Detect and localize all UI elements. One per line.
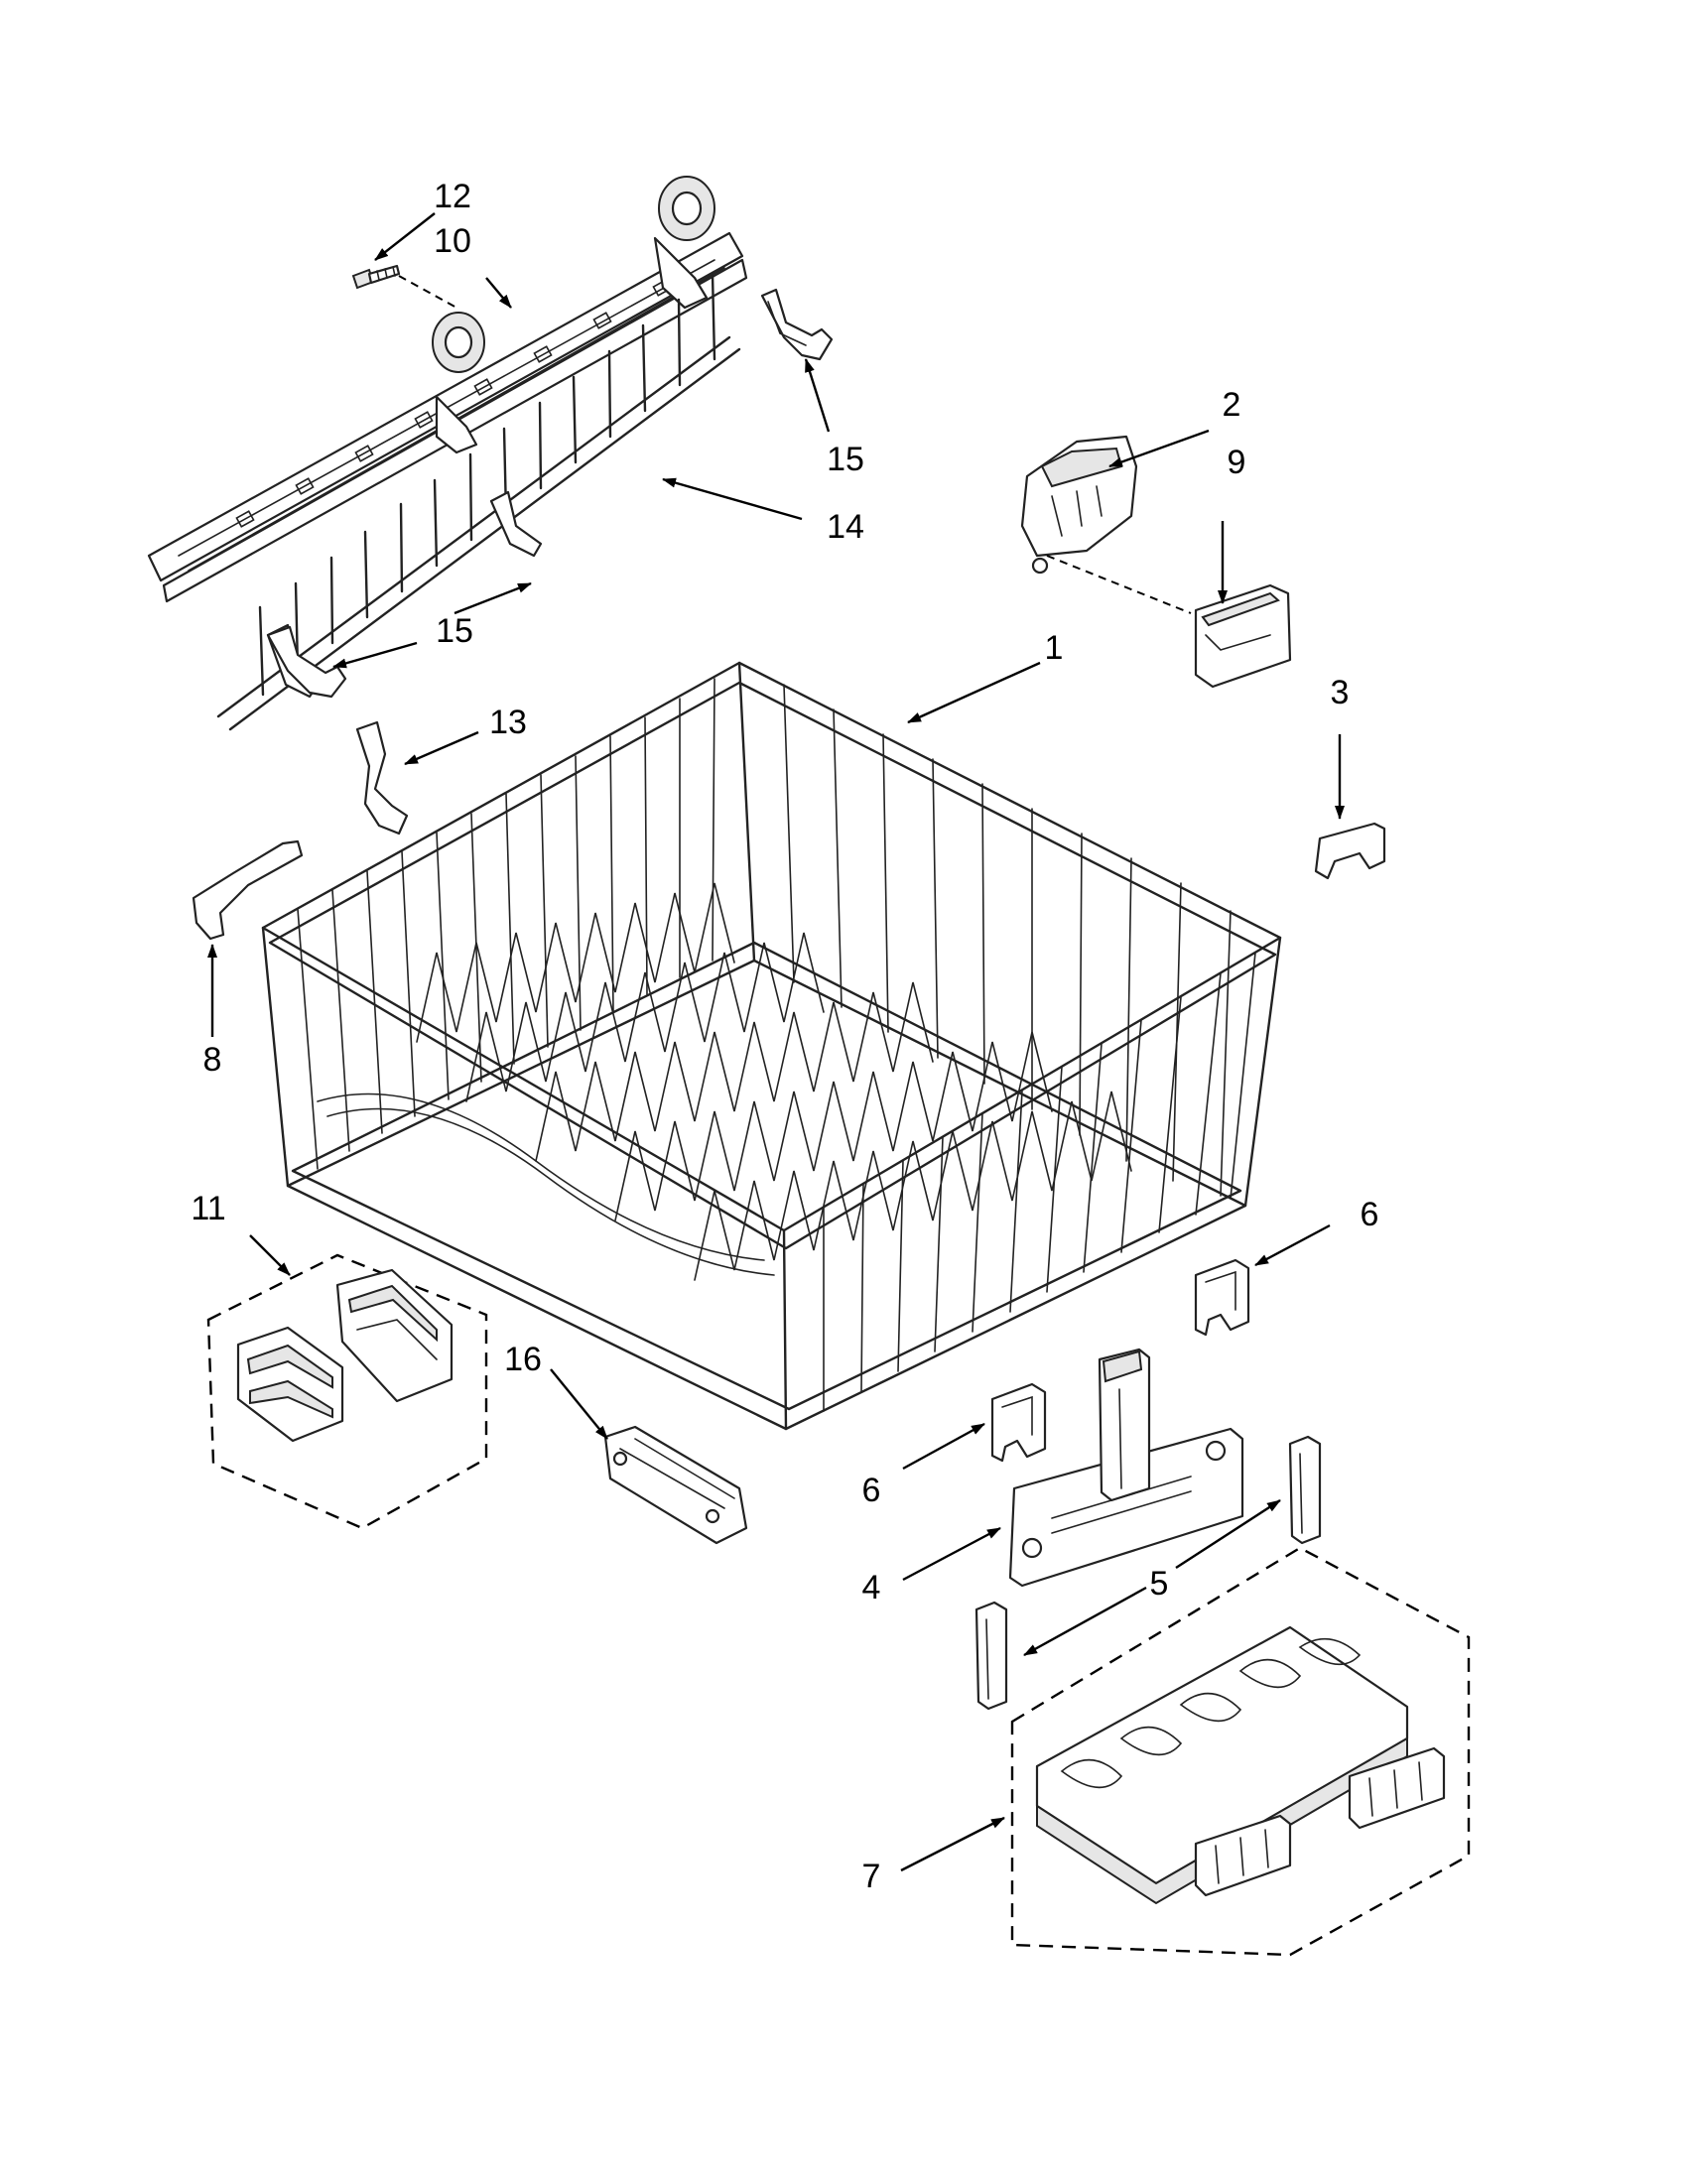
callout-15-upper: 15 xyxy=(827,441,864,478)
callout-9: 9 xyxy=(1228,444,1246,481)
rack-bracket-part xyxy=(1020,435,1138,575)
callout-5: 5 xyxy=(1150,1565,1169,1603)
callout-16: 16 xyxy=(504,1341,542,1378)
callout-10: 10 xyxy=(434,222,471,260)
callout-2: 2 xyxy=(1223,386,1241,424)
latch-part-8 xyxy=(192,839,304,941)
bracket-alignment-line xyxy=(1046,555,1192,614)
callout-3: 3 xyxy=(1331,674,1350,711)
callout-15-lower: 15 xyxy=(436,612,473,650)
side-clip-part-lower xyxy=(990,1382,1047,1463)
callout-labels: 1 2 3 4 5 6 6 7 8 9 10 11 12 13 14 15 15… xyxy=(191,178,1378,1895)
adjuster-guide-part-left xyxy=(974,1601,1008,1711)
handle-assembly-group xyxy=(206,1253,488,1530)
adjuster-guide-part-right xyxy=(1288,1435,1322,1545)
bracket-cover-part xyxy=(1194,583,1292,689)
clip-part-13 xyxy=(355,720,409,835)
callout-4: 4 xyxy=(862,1569,881,1606)
dish-rack-part xyxy=(261,661,1282,1431)
stopper-part-16 xyxy=(603,1425,748,1545)
callout-6-upper: 6 xyxy=(1361,1196,1379,1233)
side-clip-part-upper xyxy=(1194,1258,1250,1337)
cup-shelf-assembly-group xyxy=(1010,1546,1471,1957)
callout-11: 11 xyxy=(191,1190,225,1227)
rail-adjuster-assembly xyxy=(147,176,748,603)
screw-part xyxy=(351,264,401,290)
callout-6-lower: 6 xyxy=(862,1472,881,1509)
callout-14: 14 xyxy=(827,508,864,546)
screw-fastening-line xyxy=(398,275,457,309)
tine-clip-part-upper xyxy=(760,288,834,361)
callout-7: 7 xyxy=(862,1858,881,1895)
callout-8: 8 xyxy=(203,1041,222,1079)
callout-1: 1 xyxy=(1045,629,1064,667)
callout-12: 12 xyxy=(434,178,471,215)
small-clip-part xyxy=(1314,822,1386,880)
callout-13: 13 xyxy=(489,704,527,741)
rack-adjuster-part xyxy=(1008,1348,1244,1588)
leader-lines xyxy=(207,212,1345,1872)
tine-clip-part-lower xyxy=(266,625,347,699)
